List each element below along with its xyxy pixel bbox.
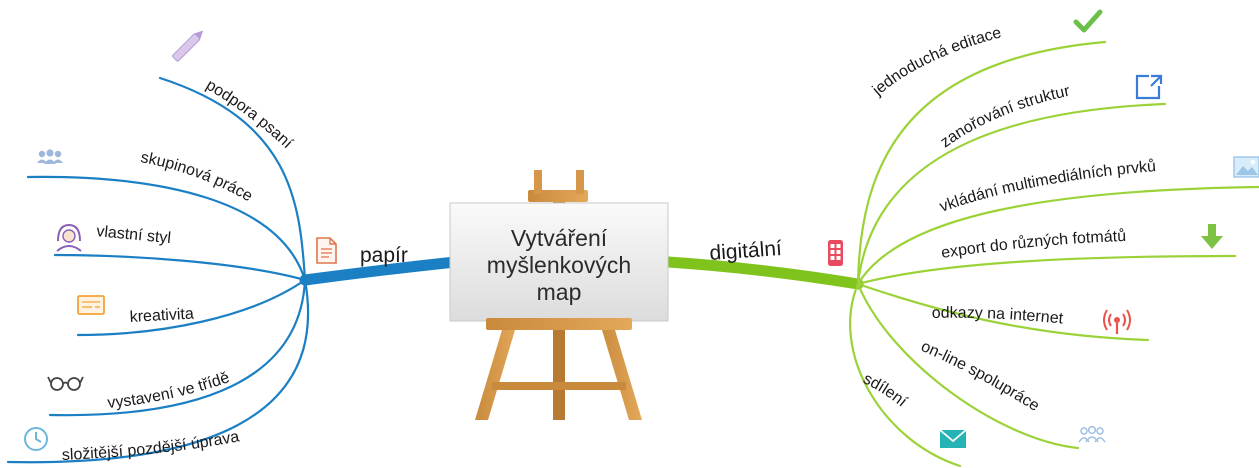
right-line-jednoducha-editace: [856, 40, 1107, 286]
people-icon: [1078, 425, 1106, 443]
center-title-line-2: myšlenkových: [487, 252, 631, 278]
left-main-branch: [299, 256, 461, 286]
left-line-vlastni-styl: [53, 253, 307, 282]
right-item-label: jednoduchá editace: [869, 24, 1004, 99]
left-item-label: složitější pozdější úprava: [61, 428, 240, 464]
right-line-odkazy: [856, 282, 1150, 342]
easel-leg-right: [599, 320, 642, 420]
left-item-label: podpora psaní: [203, 77, 296, 153]
easel-lower-bar: [492, 382, 626, 390]
center-easel: Vytváření myšlenkových map: [449, 170, 669, 420]
easel-top-bar: [528, 190, 588, 202]
easel-board: [449, 202, 669, 322]
left-line-skupinova-prace: [26, 175, 307, 282]
right-item-label: odkazy na internet: [932, 305, 1065, 328]
left-item-label: skupinová práce: [139, 149, 255, 205]
left-item-label: kreativita: [129, 306, 194, 326]
easel-leg-left: [475, 320, 518, 420]
glasses-icon: [47, 376, 84, 391]
right-item-label: vkládání multimediálních prvků: [938, 157, 1157, 216]
left-line-slozitejsi: [6, 278, 310, 464]
center-title-line-3: map: [537, 279, 582, 305]
easel-peg-left: [534, 170, 542, 194]
right-item-label: export do různých fotmátů: [940, 227, 1126, 262]
checkmark-icon: [1073, 9, 1103, 33]
left-line-podpora-psani: [158, 76, 307, 282]
left-branch: papír podpora psaní skupinová práce vlas…: [6, 30, 461, 464]
right-branch: digitální jednoduchá editace zanořování …: [662, 9, 1259, 468]
pencil-icon: [172, 30, 204, 62]
right-line-vkladani: [856, 185, 1259, 286]
tablet-icon: [828, 240, 843, 266]
right-line-export: [856, 254, 1237, 286]
person-icon: [56, 223, 82, 252]
note-card-icon: [77, 295, 105, 315]
right-line-zanorovani: [856, 102, 1167, 286]
envelope-icon: [939, 429, 967, 448]
easel-peg-right: [576, 170, 584, 194]
left-line-kreativita: [76, 278, 307, 337]
image-icon: [1233, 156, 1259, 178]
easel-ledge: [486, 318, 632, 330]
clock-icon: [24, 427, 48, 451]
right-line-sdileni: [849, 282, 962, 468]
nest-arrow-icon: [1135, 74, 1163, 100]
document-icon: [316, 237, 337, 264]
right-line-online: [856, 282, 1080, 450]
center-title-line-1: Vytváření: [511, 225, 608, 251]
left-item-label: vlastní styl: [96, 223, 172, 247]
group-icon: [37, 149, 63, 164]
left-branch-label: papír: [360, 244, 408, 267]
broadcast-icon: [1103, 309, 1131, 334]
right-main-branch: [662, 256, 864, 290]
right-branch-label: digitální: [709, 237, 783, 265]
right-item-label: on-line spolupráce: [918, 338, 1042, 415]
left-line-vystaveni: [48, 278, 307, 417]
download-icon: [1201, 224, 1223, 249]
